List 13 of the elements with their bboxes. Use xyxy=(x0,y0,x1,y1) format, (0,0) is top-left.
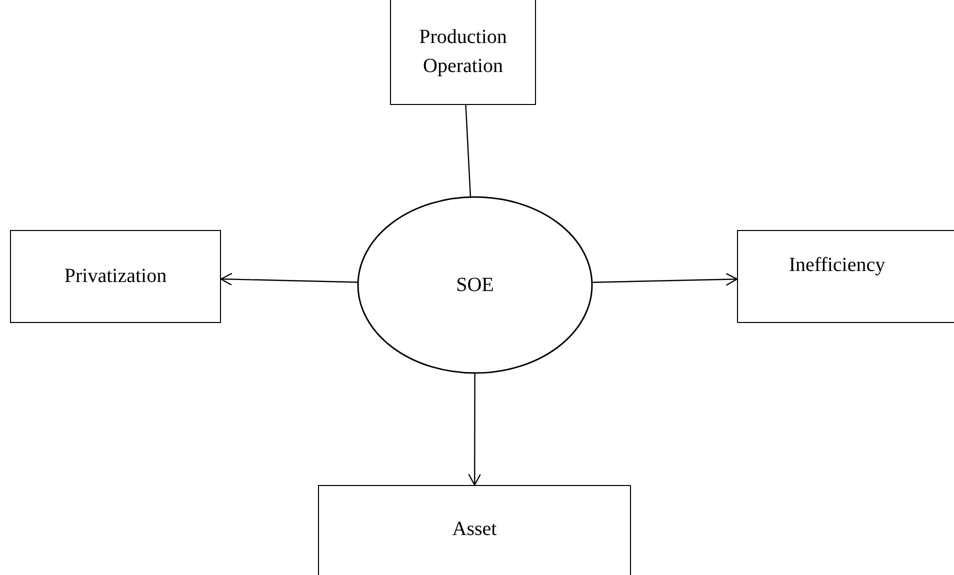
arrow xyxy=(468,373,482,486)
node-label: Asset xyxy=(452,516,497,542)
node-label: SOE xyxy=(456,272,494,298)
process-box xyxy=(10,230,221,323)
node-label: Privatization xyxy=(64,264,167,289)
arrow xyxy=(592,272,738,286)
process-box xyxy=(390,0,536,105)
process-box xyxy=(737,230,954,323)
node-label: Production Operation xyxy=(418,24,508,78)
process-box xyxy=(318,485,631,575)
connector-line xyxy=(465,104,472,198)
node-label: Inefficiency xyxy=(788,253,886,278)
arrow xyxy=(220,272,358,286)
